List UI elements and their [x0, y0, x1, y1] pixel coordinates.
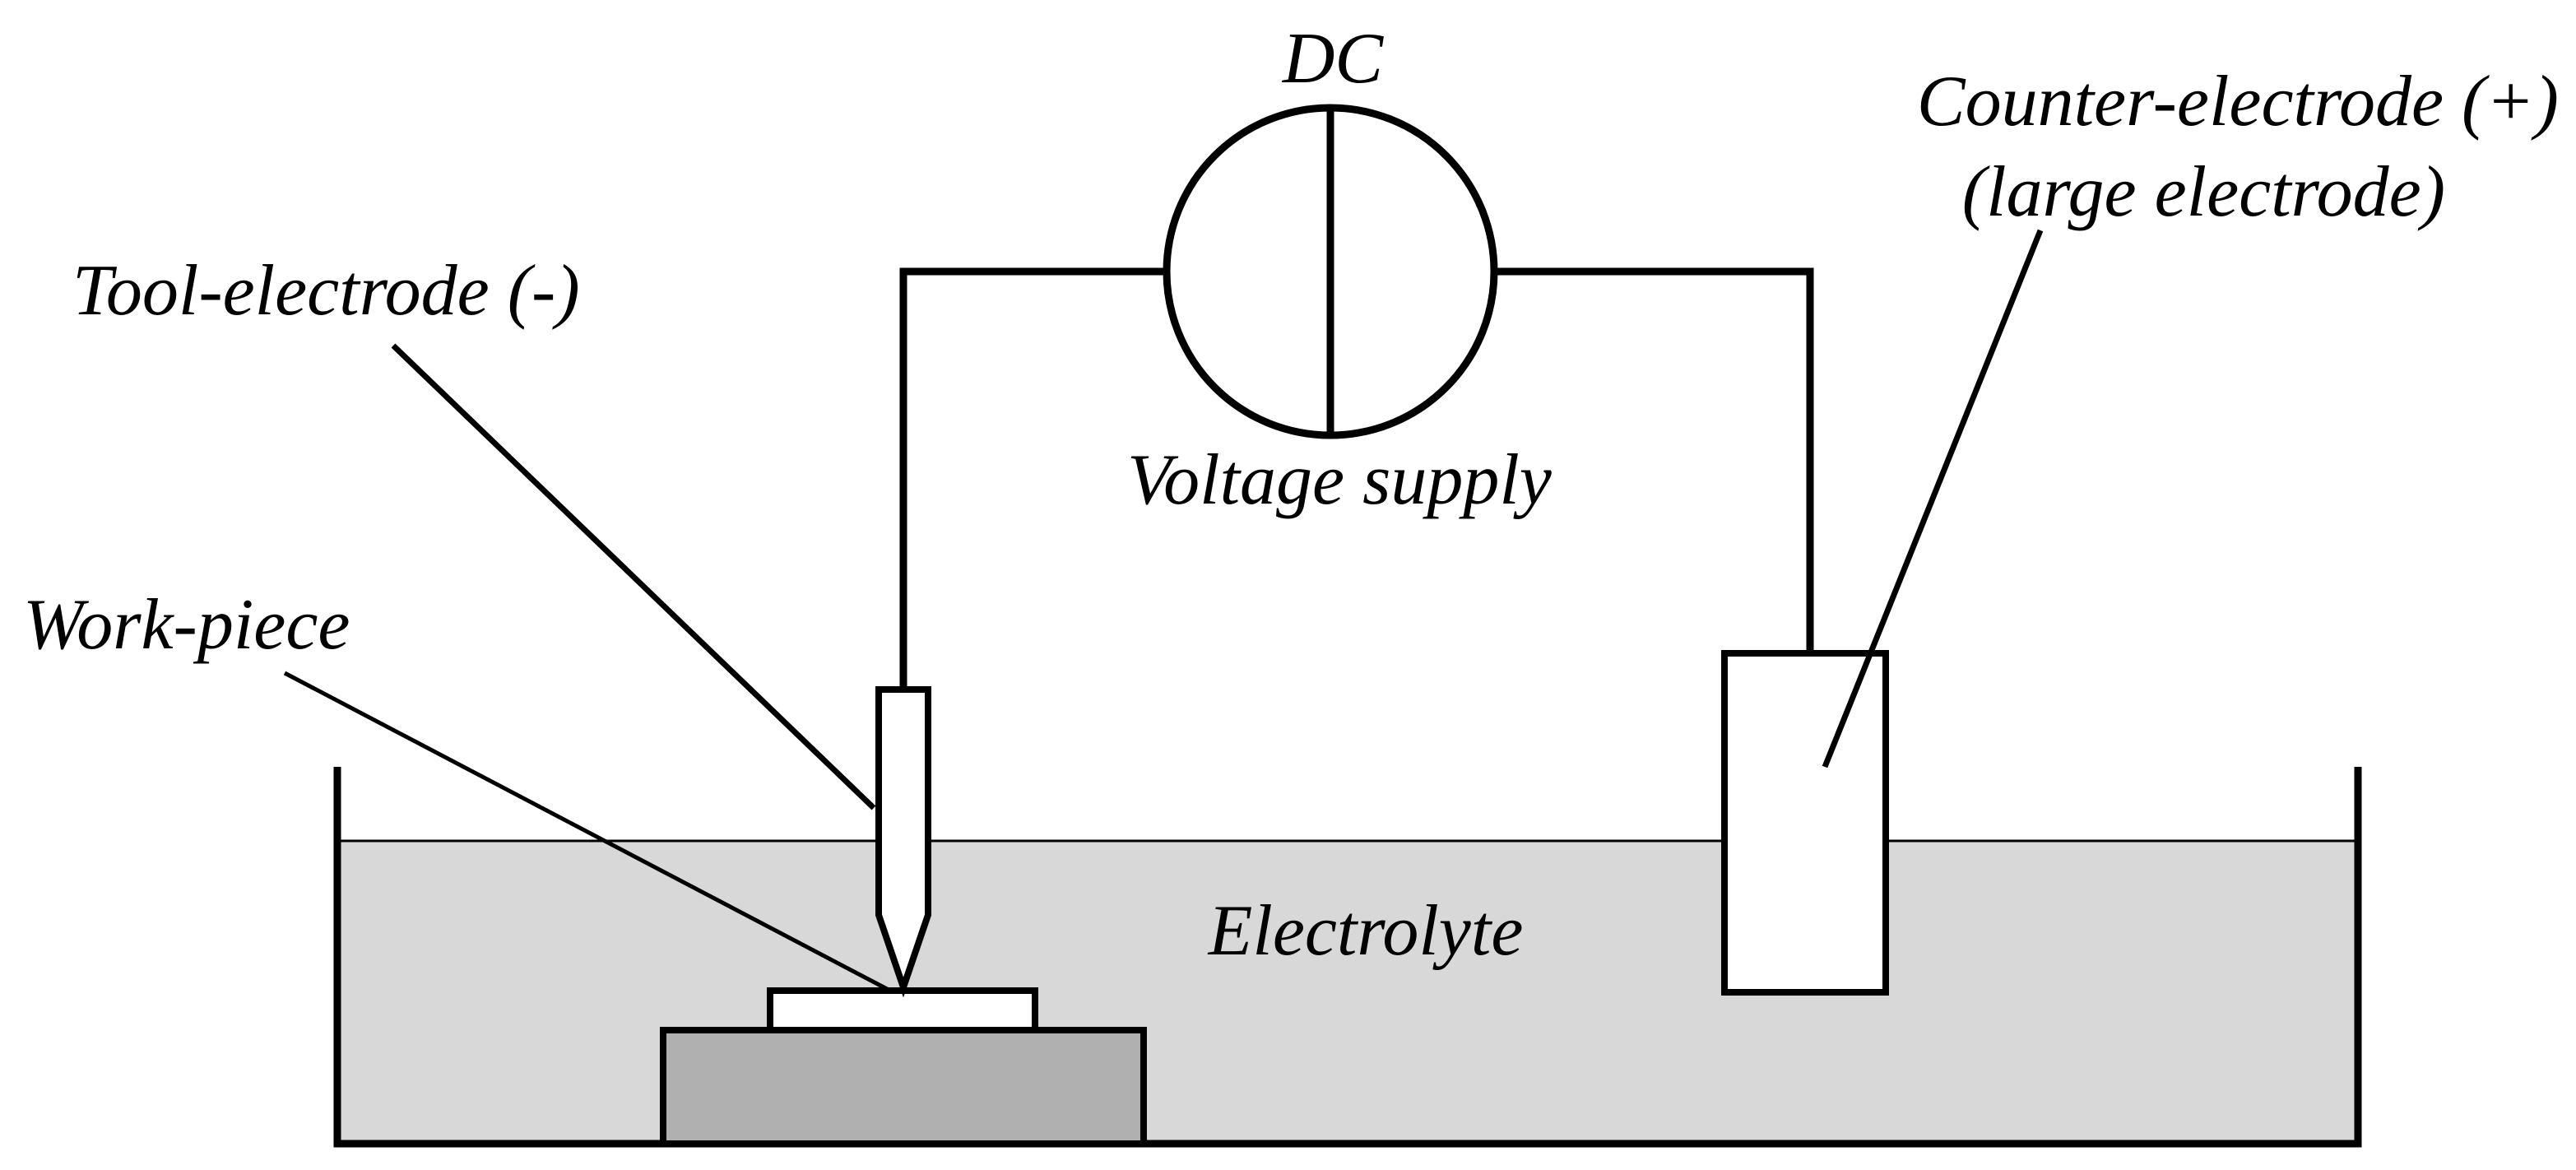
- wire-left: [899, 267, 1167, 689]
- work-piece-holder: [660, 1027, 1147, 1147]
- electrolyte-liquid: [337, 841, 2358, 1144]
- label-tool-electrode: Tool-electrode (-): [72, 251, 580, 331]
- work-piece: [767, 987, 1038, 1033]
- tank: [333, 767, 2362, 1148]
- label-counter-electrode: Counter-electrode (+): [1917, 62, 2559, 142]
- label-work-piece: Work-piece: [23, 585, 350, 665]
- label-voltage-supply: Voltage supply: [1127, 440, 1553, 520]
- label-dc: DC: [1282, 19, 1385, 99]
- leader-tool-electrode: [391, 343, 876, 810]
- leader-counter-electrode: [1822, 229, 2044, 768]
- tool-electrode: [875, 686, 931, 998]
- wire-right: [1494, 267, 1814, 653]
- label-electrolyte: Electrolyte: [1207, 891, 1524, 971]
- leader-work-piece: [283, 671, 892, 993]
- counter-electrode: [1721, 650, 1889, 996]
- label-counter-electrode-note: (large electrode): [1962, 152, 2445, 232]
